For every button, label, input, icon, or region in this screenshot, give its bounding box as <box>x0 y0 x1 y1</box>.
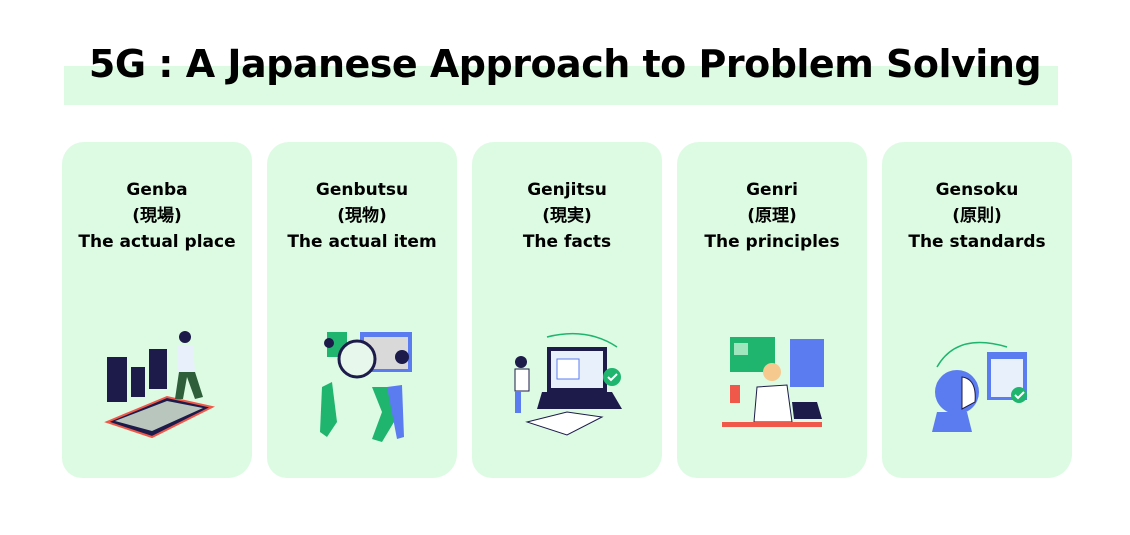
card-name: Genbutsu <box>315 180 409 200</box>
card-name: Gensoku <box>935 180 1019 200</box>
card-meaning: The actual place <box>78 232 236 252</box>
card-meaning: The principles <box>704 232 840 252</box>
card-genri: Genri (原理) The principles <box>677 142 867 478</box>
card-kanji: (原則) <box>952 206 1002 226</box>
laptop-facts-illustration <box>514 332 622 436</box>
card-kanji: (現実) <box>542 206 592 226</box>
card-name: Genba <box>126 180 188 200</box>
card-gensoku: Gensoku (原則) The standards <box>882 142 1072 478</box>
title-banner <box>64 66 1058 105</box>
card-meaning: The facts <box>522 232 612 252</box>
card-genbutsu: Genbutsu (現物) The actual item <box>267 142 457 478</box>
card-meaning: The standards <box>908 232 1046 252</box>
card-name: Genjitsu <box>527 180 607 200</box>
card-kanji: (現場) <box>132 206 182 226</box>
card-name: Genri <box>746 180 798 200</box>
standards-thinking-illustration <box>932 341 1027 432</box>
card-genba: Genba (現場) The actual place <box>62 142 252 478</box>
card-genjitsu: Genjitsu (現実) The facts <box>472 142 662 478</box>
card-kanji: (原理) <box>747 206 797 226</box>
card-meaning: The actual item <box>287 232 437 252</box>
principles-desk-illustration <box>722 337 824 427</box>
walking-on-phone-illustration <box>104 331 215 439</box>
page-title: 5G : A Japanese Approach to Problem Solv… <box>88 42 1042 86</box>
magnifier-inspection-illustration <box>320 332 412 442</box>
card-kanji: (現物) <box>337 206 387 226</box>
